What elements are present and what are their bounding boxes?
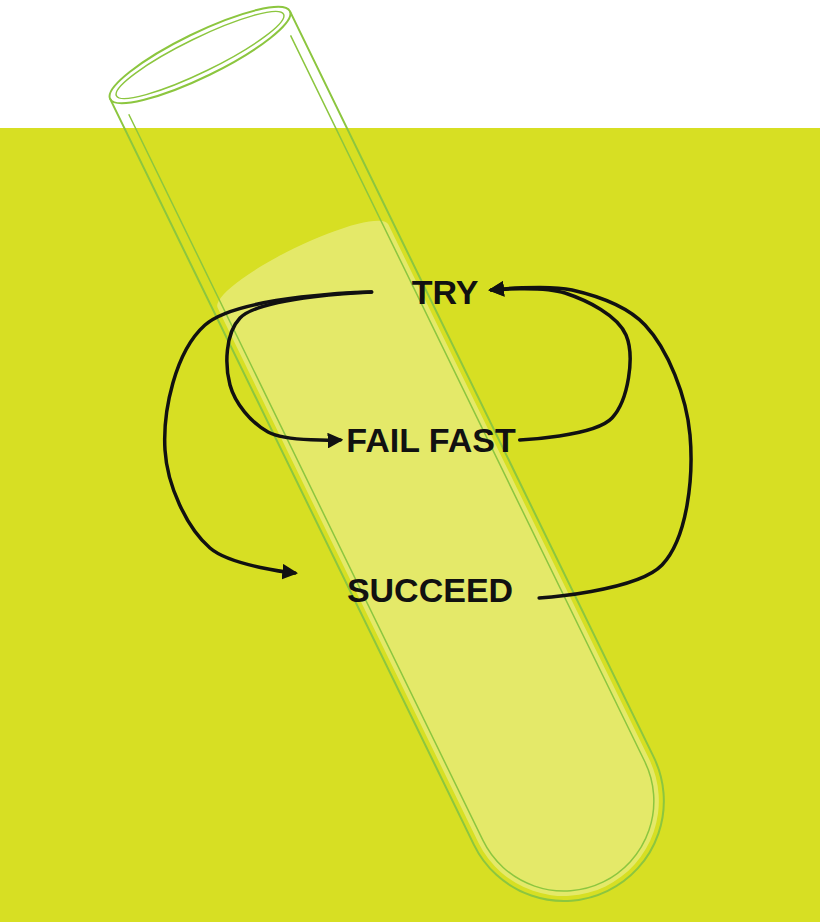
tube-outer-wall (110, 11, 697, 922)
flow-arrow (165, 292, 372, 573)
flow-arrow (491, 287, 691, 598)
node-label: SUCCEED (347, 570, 513, 610)
tube-rim-inner (109, 0, 291, 111)
flow-arrow (227, 292, 372, 440)
node-label: TRY (412, 272, 479, 312)
node-label: FAIL FAST (346, 420, 515, 460)
flow-node: FAIL FAST (346, 420, 515, 460)
tube-inner-wall (129, 35, 684, 921)
flow-arrow (491, 289, 630, 440)
tube-liquid (209, 207, 691, 922)
flow-node: TRY (412, 272, 479, 312)
test-tube (100, 0, 697, 922)
tube-rim (100, 0, 299, 119)
flow-node: SUCCEED (347, 570, 513, 610)
